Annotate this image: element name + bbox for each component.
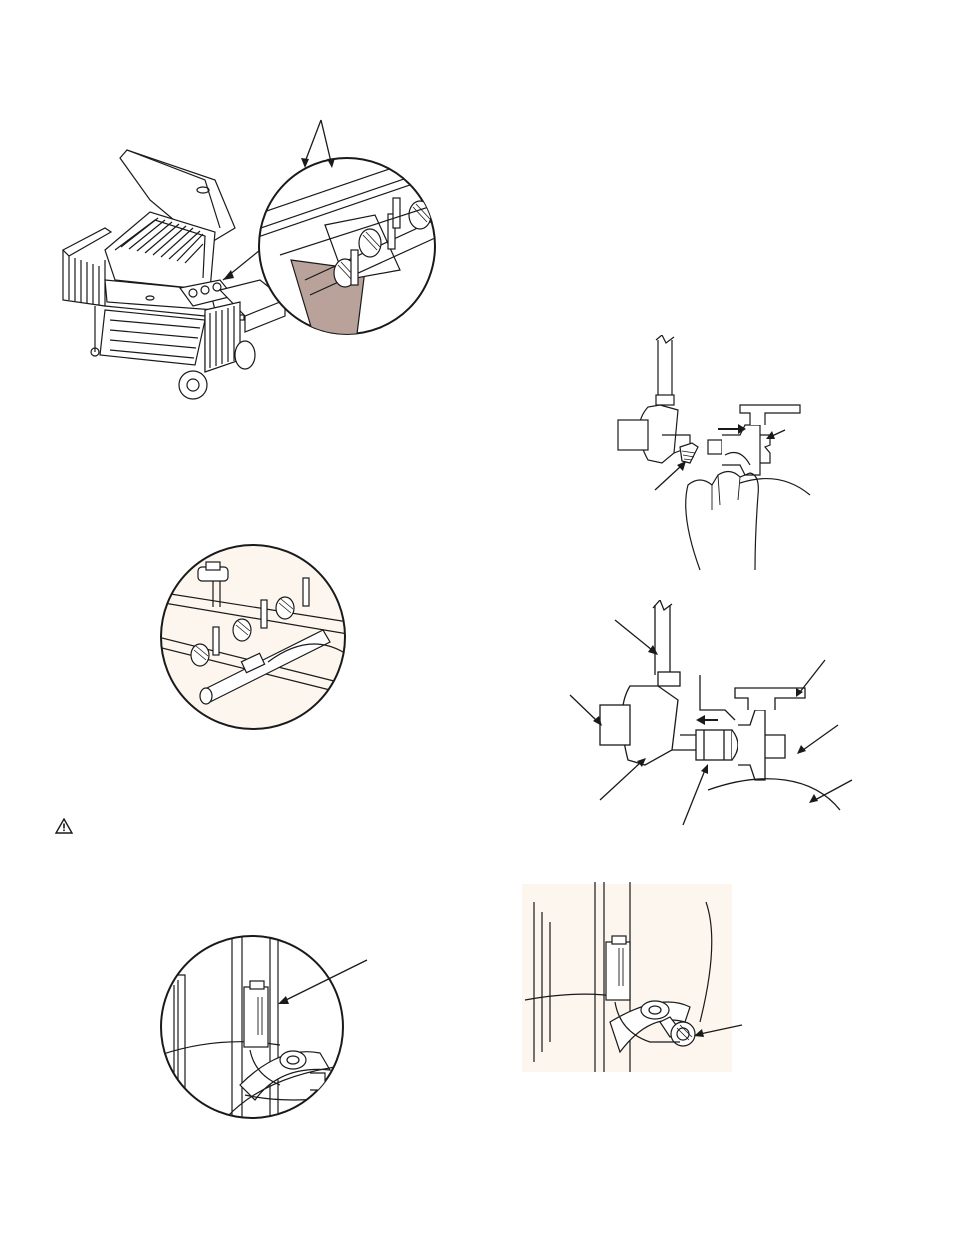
cylinder-mount-illustration bbox=[520, 882, 750, 1074]
gas-grill-illustration bbox=[55, 110, 445, 410]
grill-overview-figure bbox=[55, 110, 445, 410]
regulator-cylinder-assembly-figure bbox=[560, 600, 860, 830]
regulator-connect-by-hand-figure bbox=[600, 335, 820, 575]
burner-valve-detail-figure bbox=[158, 542, 348, 732]
scale-clip-illustration bbox=[160, 935, 375, 1125]
cylinder-scale-detail-figure bbox=[160, 935, 375, 1125]
burner-tubes-illustration bbox=[158, 542, 348, 732]
warning-triangle-icon bbox=[55, 818, 73, 834]
cylinder-mounted-figure bbox=[520, 882, 750, 1074]
hand-tightening-illustration bbox=[600, 335, 820, 575]
regulator-valve-illustration bbox=[560, 600, 860, 830]
